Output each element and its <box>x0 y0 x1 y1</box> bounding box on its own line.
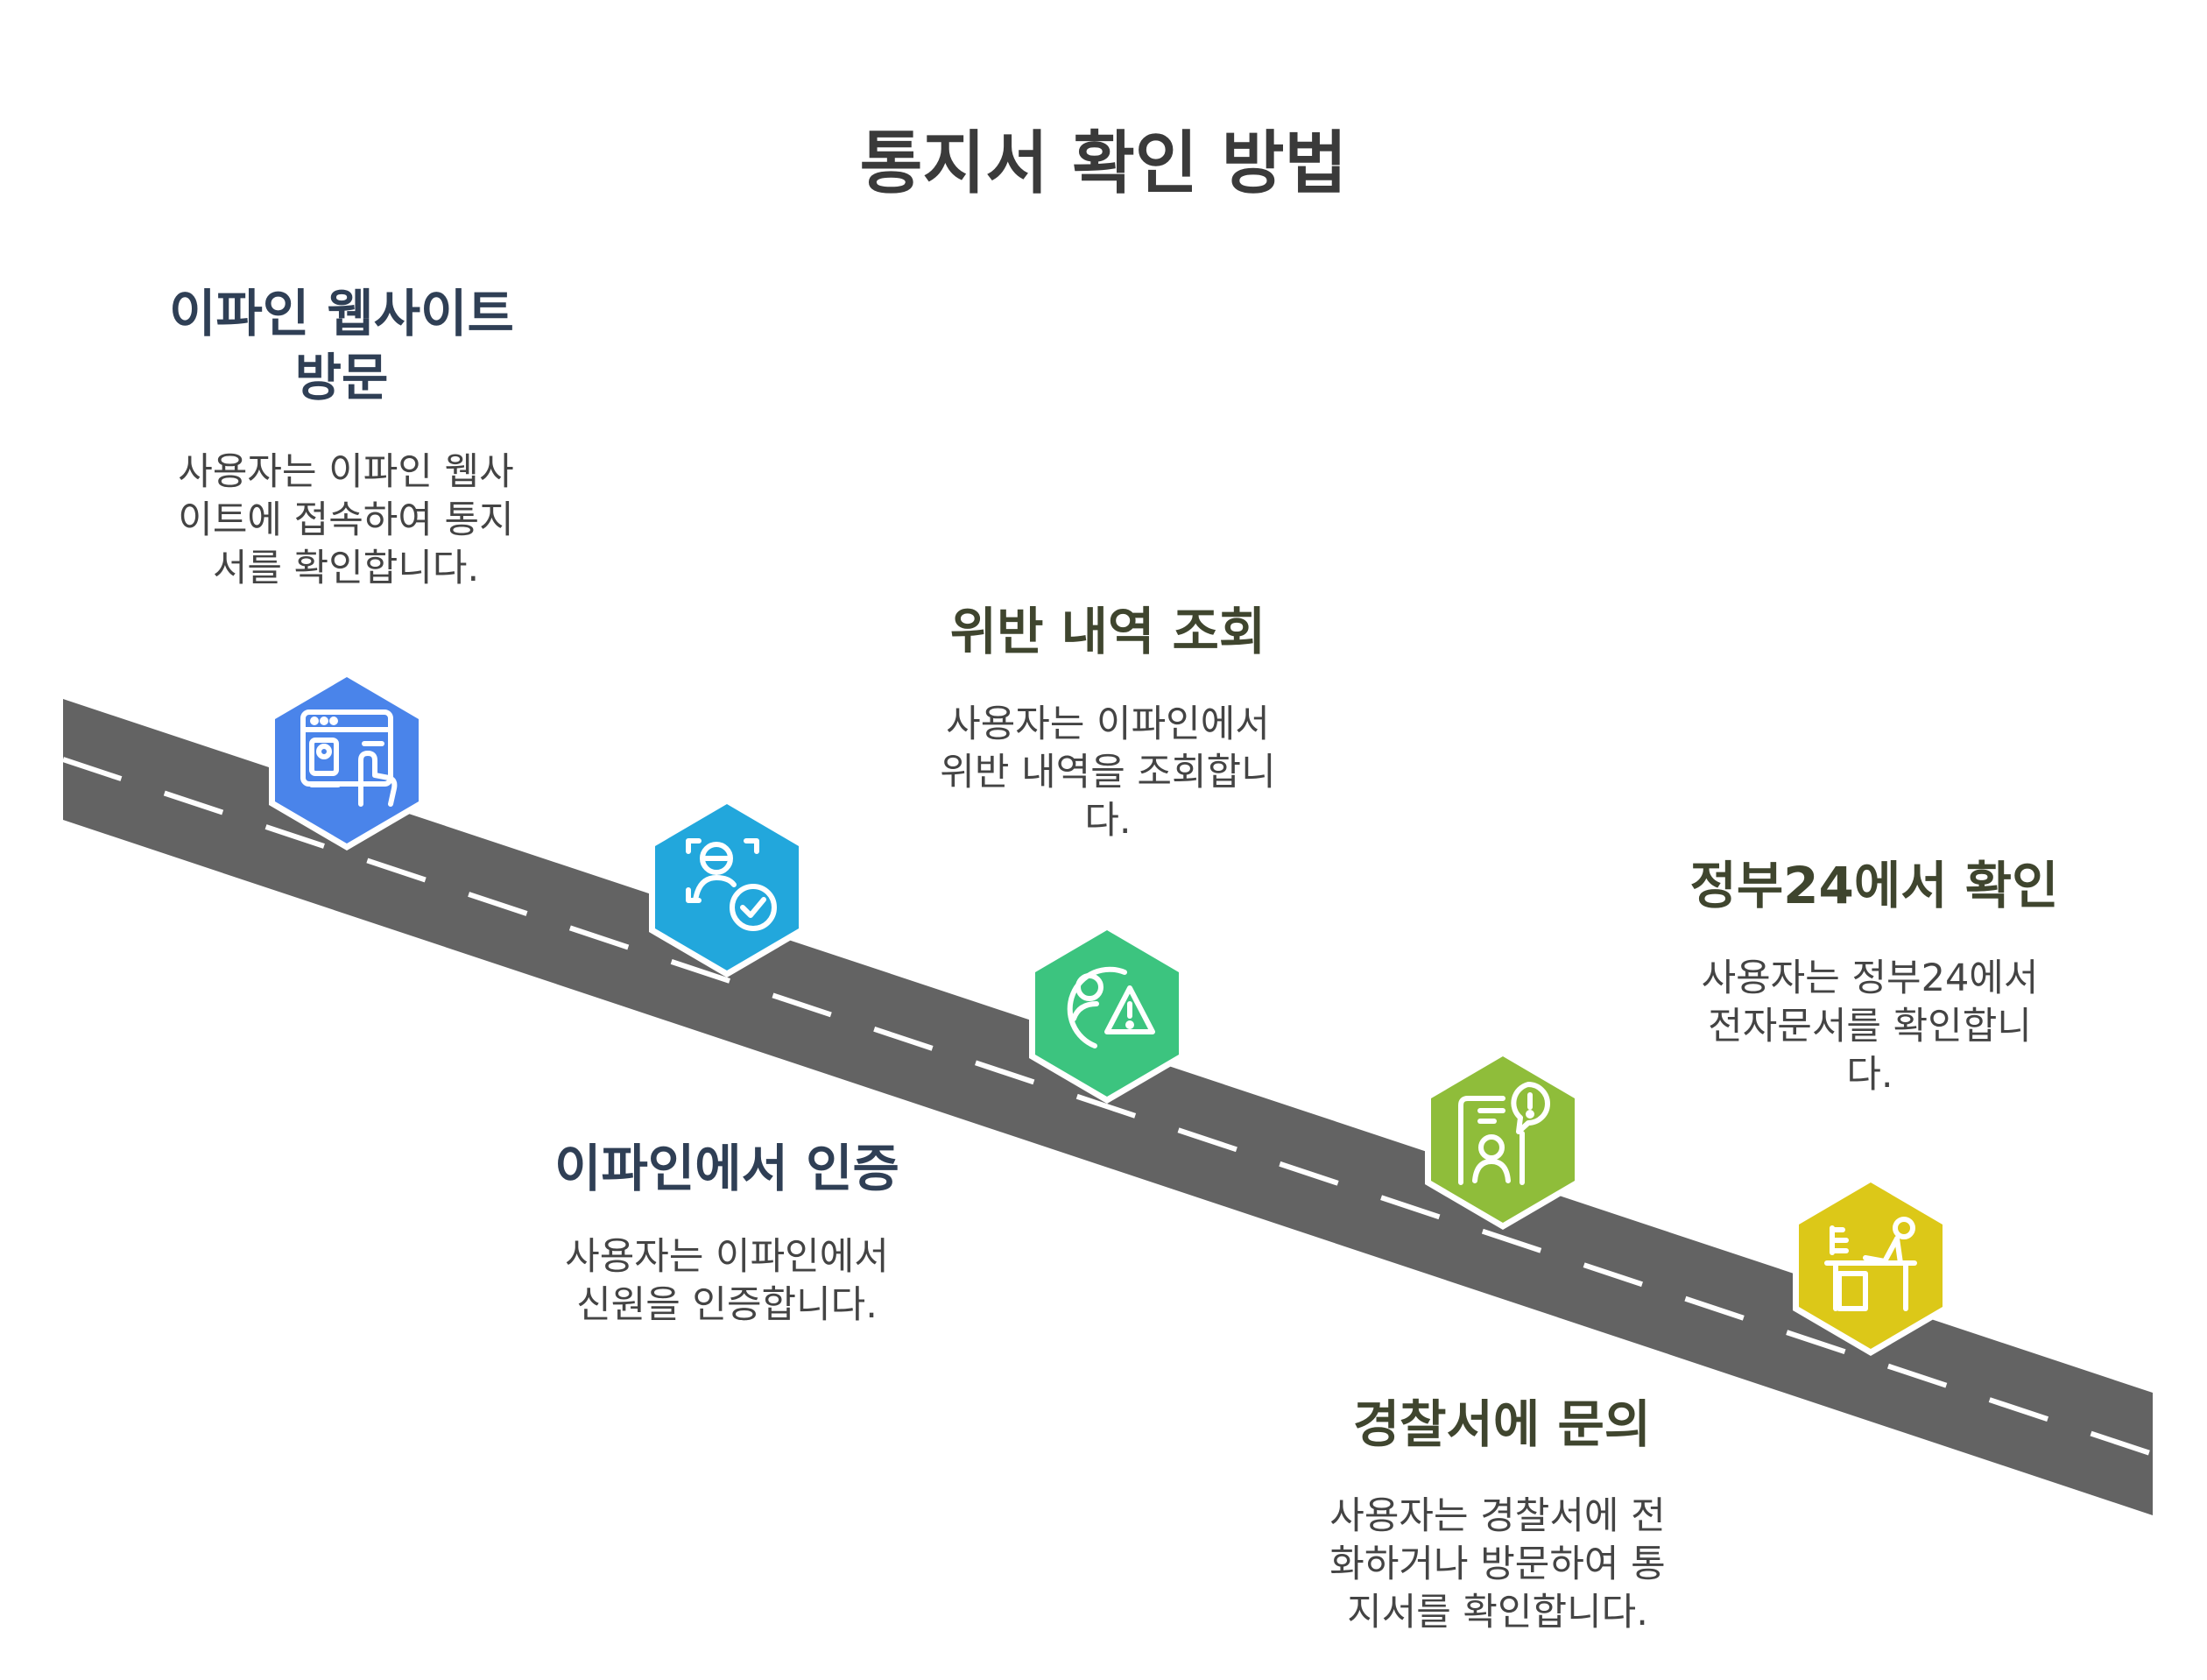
step-2-description: 사용자는 이파인에서 신원을 인증합니다. <box>565 1235 889 1328</box>
diagram-title: 통지서 확인 방법 <box>859 124 1348 203</box>
step-1-description: 사용자는 이파인 웹사이트에 접속하여 통지서를 확인합니다. <box>178 450 514 591</box>
step-2-hexagon <box>649 797 805 978</box>
phone-user-alert-icon <box>1458 1082 1550 1185</box>
lane-marking <box>62 757 2154 1457</box>
step-1-heading: 이파인 웹사이트 방문 <box>169 284 514 407</box>
face-scan-check-icon <box>686 838 777 931</box>
user-warning-icon <box>1067 966 1155 1048</box>
step-5-description: 사용자는 정부24에서 전자문서를 확인합니다. <box>1701 956 2039 1098</box>
step-4-description: 사용자는 경찰서에 전화하거나 방문하여 통지서를 확인합니다. <box>1329 1494 1666 1635</box>
person-at-desk-icon <box>1824 1217 1917 1311</box>
step-2-heading: 이파인에서 인증 <box>554 1139 899 1198</box>
browser-touch-icon <box>300 709 398 807</box>
step-1-hexagon <box>269 670 425 851</box>
step-3-hexagon <box>1029 923 1185 1104</box>
step-5-heading: 정부24에서 확인 <box>1689 856 2059 915</box>
step-4-heading: 경찰서에 문의 <box>1352 1394 1652 1454</box>
step-3-heading: 위반 내역 조회 <box>949 602 1266 661</box>
step-5-hexagon <box>1793 1175 1949 1356</box>
step-4-hexagon <box>1425 1049 1581 1230</box>
step-3-description: 사용자는 이파인에서 위반 내역을 조회합니다. <box>940 702 1276 844</box>
